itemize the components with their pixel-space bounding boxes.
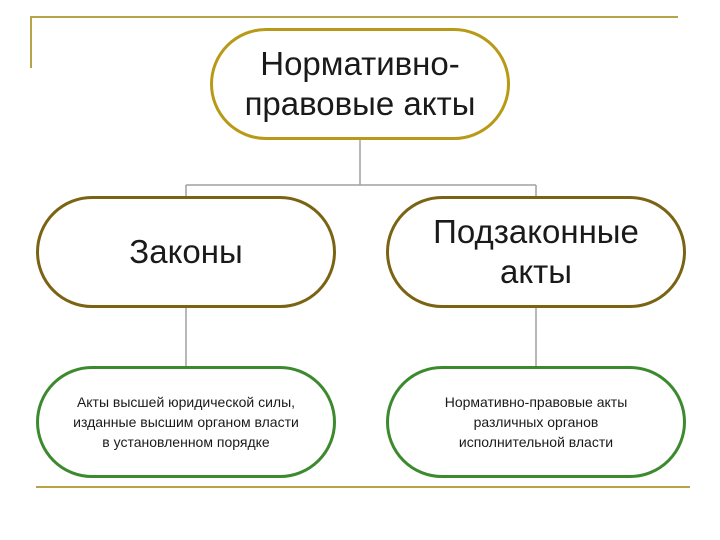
node-laws: Законы <box>36 196 336 308</box>
laws-description-line-3: в установленном порядке <box>102 434 270 450</box>
bylaws-description-line-1: Нормативно-правовые акты <box>444 394 628 410</box>
node-bylaws-line-2: акты <box>500 253 572 290</box>
bylaws-description-line-2: различных органов <box>473 414 599 430</box>
node-laws-description: Акты высшей юридической силы, изданные в… <box>36 366 336 478</box>
frame-top-line <box>30 16 678 18</box>
node-root-line-2: правовые акты <box>244 85 476 122</box>
node-normative-legal-acts: Нормативно- правовые акты <box>210 28 510 140</box>
laws-description-line-1: Акты высшей юридической силы, <box>76 394 296 410</box>
frame-left-line <box>30 16 32 68</box>
node-bylaws-line-1: Подзаконные <box>433 213 639 250</box>
node-bylaws: Подзаконные акты <box>386 196 686 308</box>
laws-description-line-2: изданные высшим органом власти <box>73 414 299 430</box>
node-root-line-1: Нормативно- <box>260 45 460 82</box>
frame-bottom-line <box>36 486 690 488</box>
bylaws-description-line-3: исполнительной власти <box>458 434 614 450</box>
node-bylaws-description: Нормативно-правовые акты различных орган… <box>386 366 686 478</box>
node-laws-label: Законы <box>129 233 243 270</box>
